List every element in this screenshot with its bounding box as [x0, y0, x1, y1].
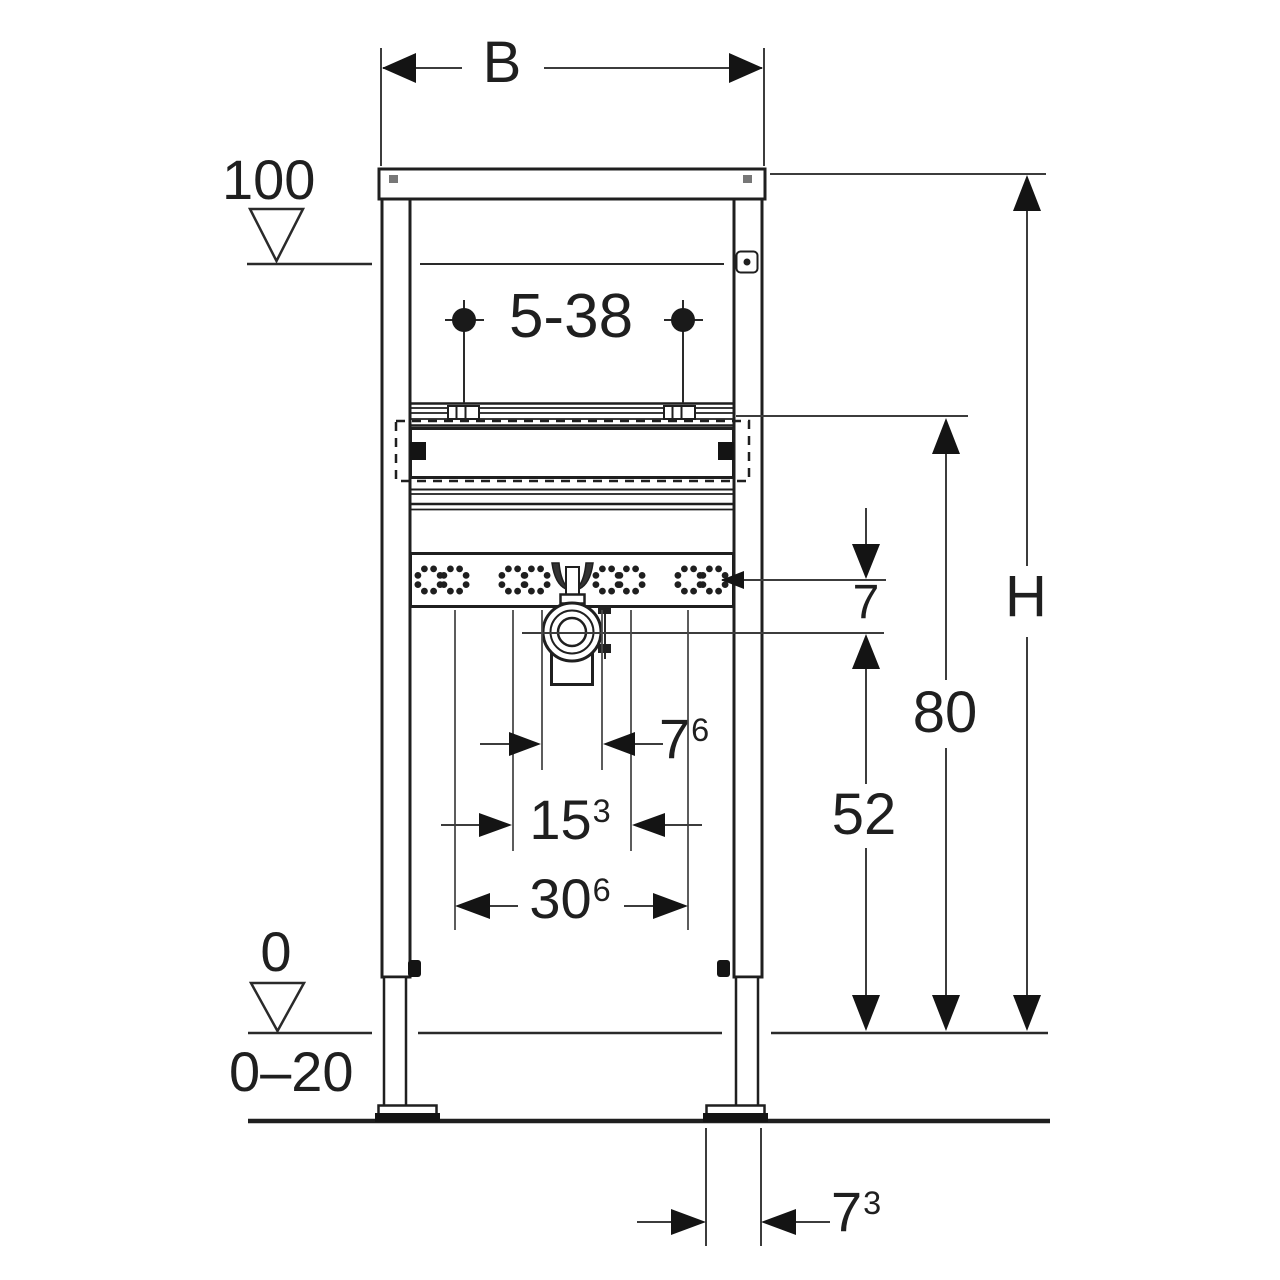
- dimension-7-6: [480, 732, 663, 756]
- dim-label-100: 100: [222, 148, 316, 211]
- dim-label-7-3: 73: [831, 1184, 881, 1240]
- frame-left-foot-tube: [382, 975, 408, 1110]
- frame-top-rail: [377, 167, 767, 201]
- dim-label-b: B: [482, 30, 522, 95]
- dim-15-3-sup: 3: [592, 793, 611, 830]
- tap-fitting-symbol: [551, 562, 594, 605]
- dim-15-3-main: 15: [529, 788, 592, 851]
- right-leg-lock-peg: [717, 960, 730, 977]
- rail-body: [409, 427, 735, 479]
- plate-leader-arrow: [721, 571, 744, 589]
- dim-label-0: 0: [260, 920, 292, 983]
- rail-dashed-outline: [394, 419, 751, 483]
- dim-7-3-sup: 3: [863, 1185, 882, 1222]
- dimension-b: [380, 48, 765, 166]
- rail-tab-left: [410, 442, 426, 460]
- dim-7-3-main: 7: [831, 1180, 863, 1243]
- plate-hole-pattern: [414, 565, 729, 595]
- frame-right-foot-tube: [734, 975, 760, 1110]
- dim-label-30-6: 306: [529, 871, 610, 927]
- right-foot-base: [703, 1113, 768, 1122]
- top-rail-screw-right: [743, 175, 752, 183]
- bolt-left: [452, 308, 476, 332]
- dim-label-7: 7: [852, 576, 880, 629]
- dim-7-6-main: 7: [659, 707, 691, 770]
- dim-label-15-3: 153: [529, 792, 610, 848]
- datum-symbol-0: [248, 981, 307, 1034]
- datum-symbols: [247, 207, 307, 1034]
- dim-label-52: 52: [831, 782, 897, 847]
- dim-7-6-sup: 6: [691, 712, 710, 749]
- dim-label-h: H: [1005, 564, 1047, 629]
- frame-right-leg: [732, 196, 764, 979]
- dimension-30-6: [455, 893, 688, 919]
- dim-label-7-6: 76: [659, 711, 709, 767]
- dimension-h: [770, 173, 1046, 1031]
- frame-left-leg: [380, 196, 412, 979]
- top-rail-screw-left: [389, 175, 398, 183]
- bolt-right: [671, 308, 695, 332]
- dim-label-80: 80: [912, 680, 978, 745]
- dimension-7-52: [721, 508, 886, 1031]
- datum-symbol-100: [247, 207, 306, 264]
- left-foot-base: [375, 1113, 440, 1122]
- mounting-rail-assembly: [394, 402, 751, 511]
- right-leg-clip-dot: [743, 258, 751, 266]
- extension-lines-lower: [454, 610, 689, 930]
- rail-clip-left: [447, 405, 480, 420]
- dimension-80: [736, 415, 968, 1031]
- drain-assembly: [522, 601, 884, 686]
- left-leg-lock-peg: [408, 960, 421, 977]
- dim-label-5-38: 5-38: [508, 282, 634, 351]
- rail-clip-right: [663, 405, 696, 420]
- perforated-plate: [409, 552, 735, 608]
- mounting-bolts: [445, 300, 703, 403]
- dim-30-6-main: 30: [529, 867, 592, 930]
- dim-label-0-20: 0–20: [229, 1040, 354, 1103]
- dimension-7-3: [637, 1128, 830, 1246]
- dim-30-6-sup: 6: [592, 872, 611, 909]
- dimension-15-3: [441, 813, 702, 837]
- rail-tab-right: [718, 442, 734, 460]
